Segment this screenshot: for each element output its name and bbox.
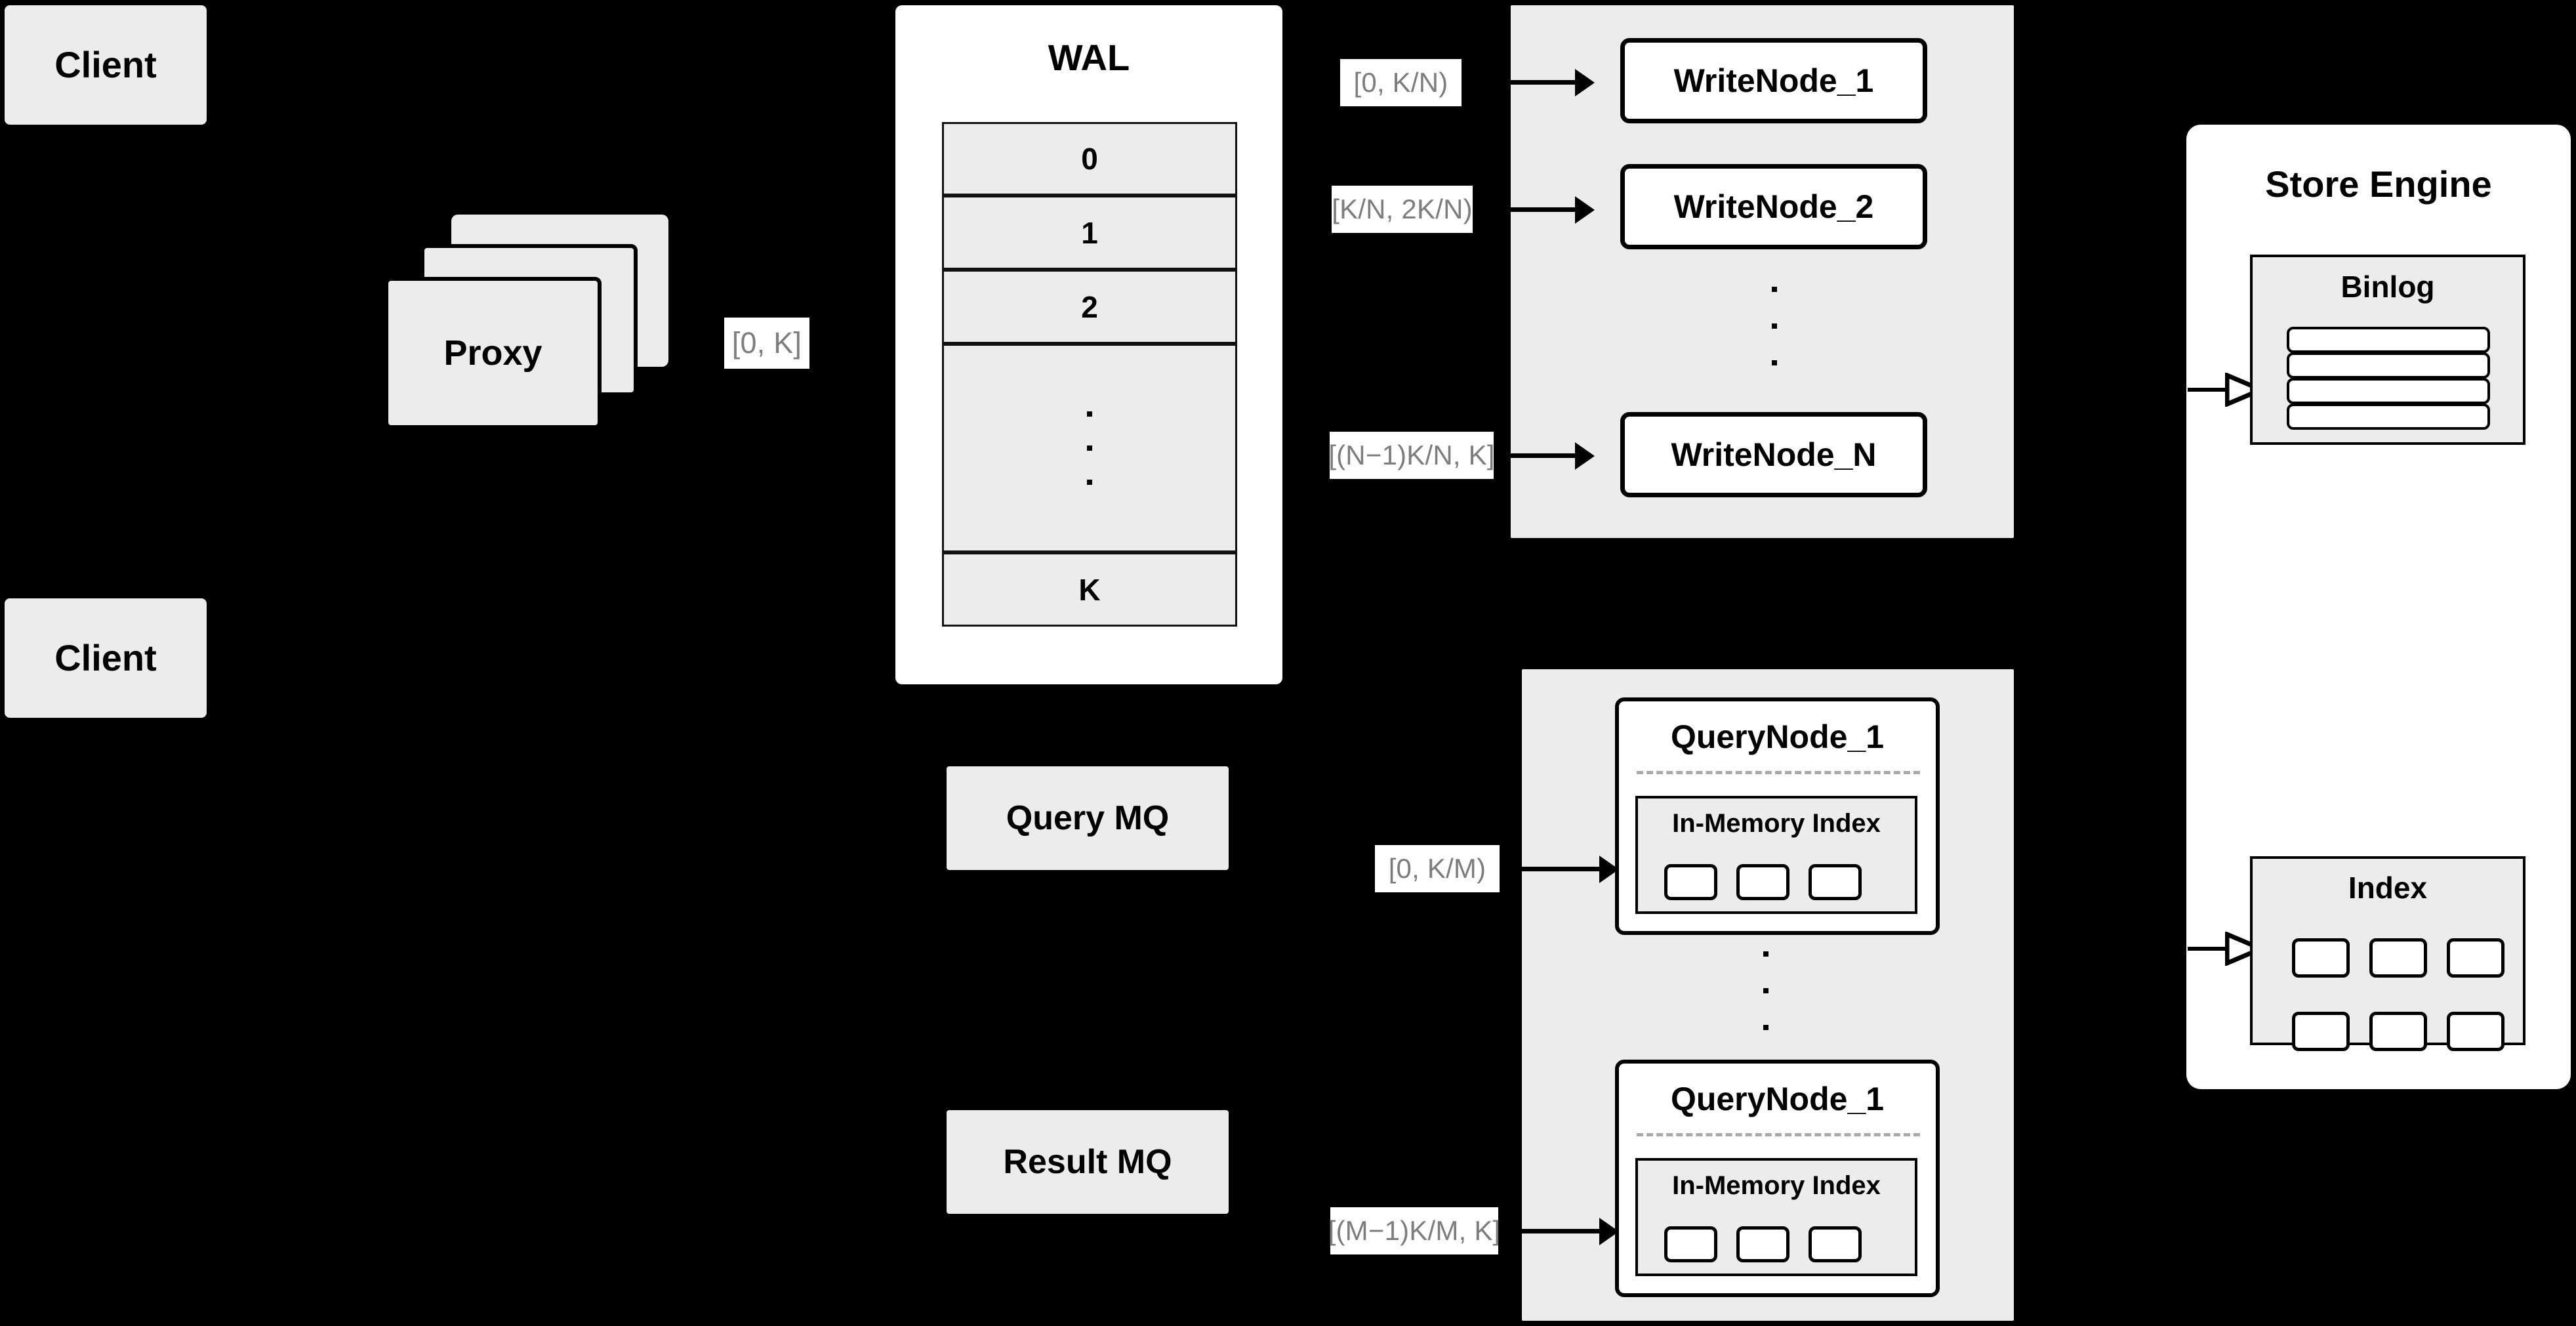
binlog-bar-1 [2287, 327, 2490, 353]
open-arrowhead-index-icon [2225, 932, 2263, 966]
query-node-1-label: QueryNode_1 [1670, 718, 1885, 755]
arrow-to-write-node-1 [1473, 80, 1576, 85]
store-index-chip-4 [2292, 1012, 2350, 1051]
query-node-2-range-label: [(M−1)K/M, K] [1328, 1207, 1500, 1254]
arrow-to-write-node-2 [1484, 207, 1576, 212]
query-node-2-index-chip-2 [1736, 1226, 1789, 1262]
result-mq-box[interactable]: Result MQ [947, 1110, 1229, 1214]
arrow-to-query-node-1 [1509, 867, 1601, 871]
write-node-2-range-label: [K/N, 2K/N) [1332, 186, 1473, 233]
proxy-range-label: [0, K] [724, 318, 809, 369]
wal-row-k[interactable]: K [942, 552, 1237, 627]
wal-ellipsis-dots [1087, 411, 1092, 485]
wal-title: WAL [1048, 37, 1130, 78]
query-node-2-index-label: In-Memory Index [1672, 1171, 1881, 1200]
result-mq-label: Result MQ [1003, 1142, 1172, 1181]
write-node-n[interactable]: WriteNode_N [1620, 412, 1927, 497]
write-node-2[interactable]: WriteNode_2 [1620, 164, 1927, 249]
write-cluster-ellipsis-dots [1771, 287, 1778, 365]
binlog-bar-3 [2287, 378, 2490, 404]
query-mq-box[interactable]: Query MQ [947, 766, 1229, 870]
wal-row-1[interactable]: 1 [942, 196, 1237, 270]
binlog-label: Binlog [2341, 270, 2435, 304]
store-index-label: Index [2348, 871, 2428, 905]
arrow-to-binlog [2188, 388, 2227, 392]
query-node-2-index-chip-3 [1809, 1226, 1862, 1262]
client-box-2[interactable]: Client [5, 598, 207, 718]
client-label-1: Client [54, 43, 157, 85]
query-node-2-divider [1637, 1133, 1920, 1136]
proxy-box[interactable]: Proxy [384, 277, 602, 429]
query-node-2-index-chip-1 [1664, 1226, 1717, 1262]
write-node-n-range-label: [(N−1)K/N, K] [1328, 432, 1495, 479]
query-node-2-label: QueryNode_1 [1670, 1081, 1885, 1117]
query-node-1-index-chip-3 [1809, 864, 1862, 900]
query-node-1-index-chip-2 [1736, 864, 1789, 900]
store-index-chip-2 [2369, 938, 2427, 978]
query-node-1-range-label: [0, K/M) [1375, 845, 1500, 892]
proxy-label: Proxy [443, 333, 542, 373]
open-arrowhead-binlog-icon [2225, 373, 2263, 407]
query-node-1-divider [1637, 771, 1920, 774]
client-box-1[interactable]: Client [5, 5, 207, 125]
wal-row-2[interactable]: 2 [942, 270, 1237, 344]
store-index-chip-3 [2447, 938, 2504, 978]
store-index-chip-5 [2369, 1012, 2427, 1051]
wal-row-0[interactable]: 0 [942, 122, 1237, 196]
store-engine-title: Store Engine [2265, 163, 2492, 205]
wal-row-ellipsis [942, 344, 1237, 552]
write-node-1[interactable]: WriteNode_1 [1620, 38, 1927, 123]
store-index-chip-6 [2447, 1012, 2504, 1051]
query-node-1-index-label: In-Memory Index [1672, 809, 1881, 838]
query-cluster-ellipsis-dots [1763, 951, 1769, 1030]
arrow-to-index [2188, 947, 2227, 951]
arrow-to-query-node-2 [1509, 1229, 1601, 1233]
binlog-bar-2 [2287, 352, 2490, 379]
arrow-to-write-node-n [1505, 453, 1576, 458]
query-node-1-index-chip-1 [1664, 864, 1717, 900]
client-label-2: Client [54, 636, 157, 678]
query-mq-label: Query MQ [1006, 798, 1170, 837]
store-index-chip-1 [2292, 938, 2350, 978]
write-node-1-range-label: [0, K/N) [1340, 59, 1462, 106]
binlog-bar-4 [2287, 404, 2490, 430]
